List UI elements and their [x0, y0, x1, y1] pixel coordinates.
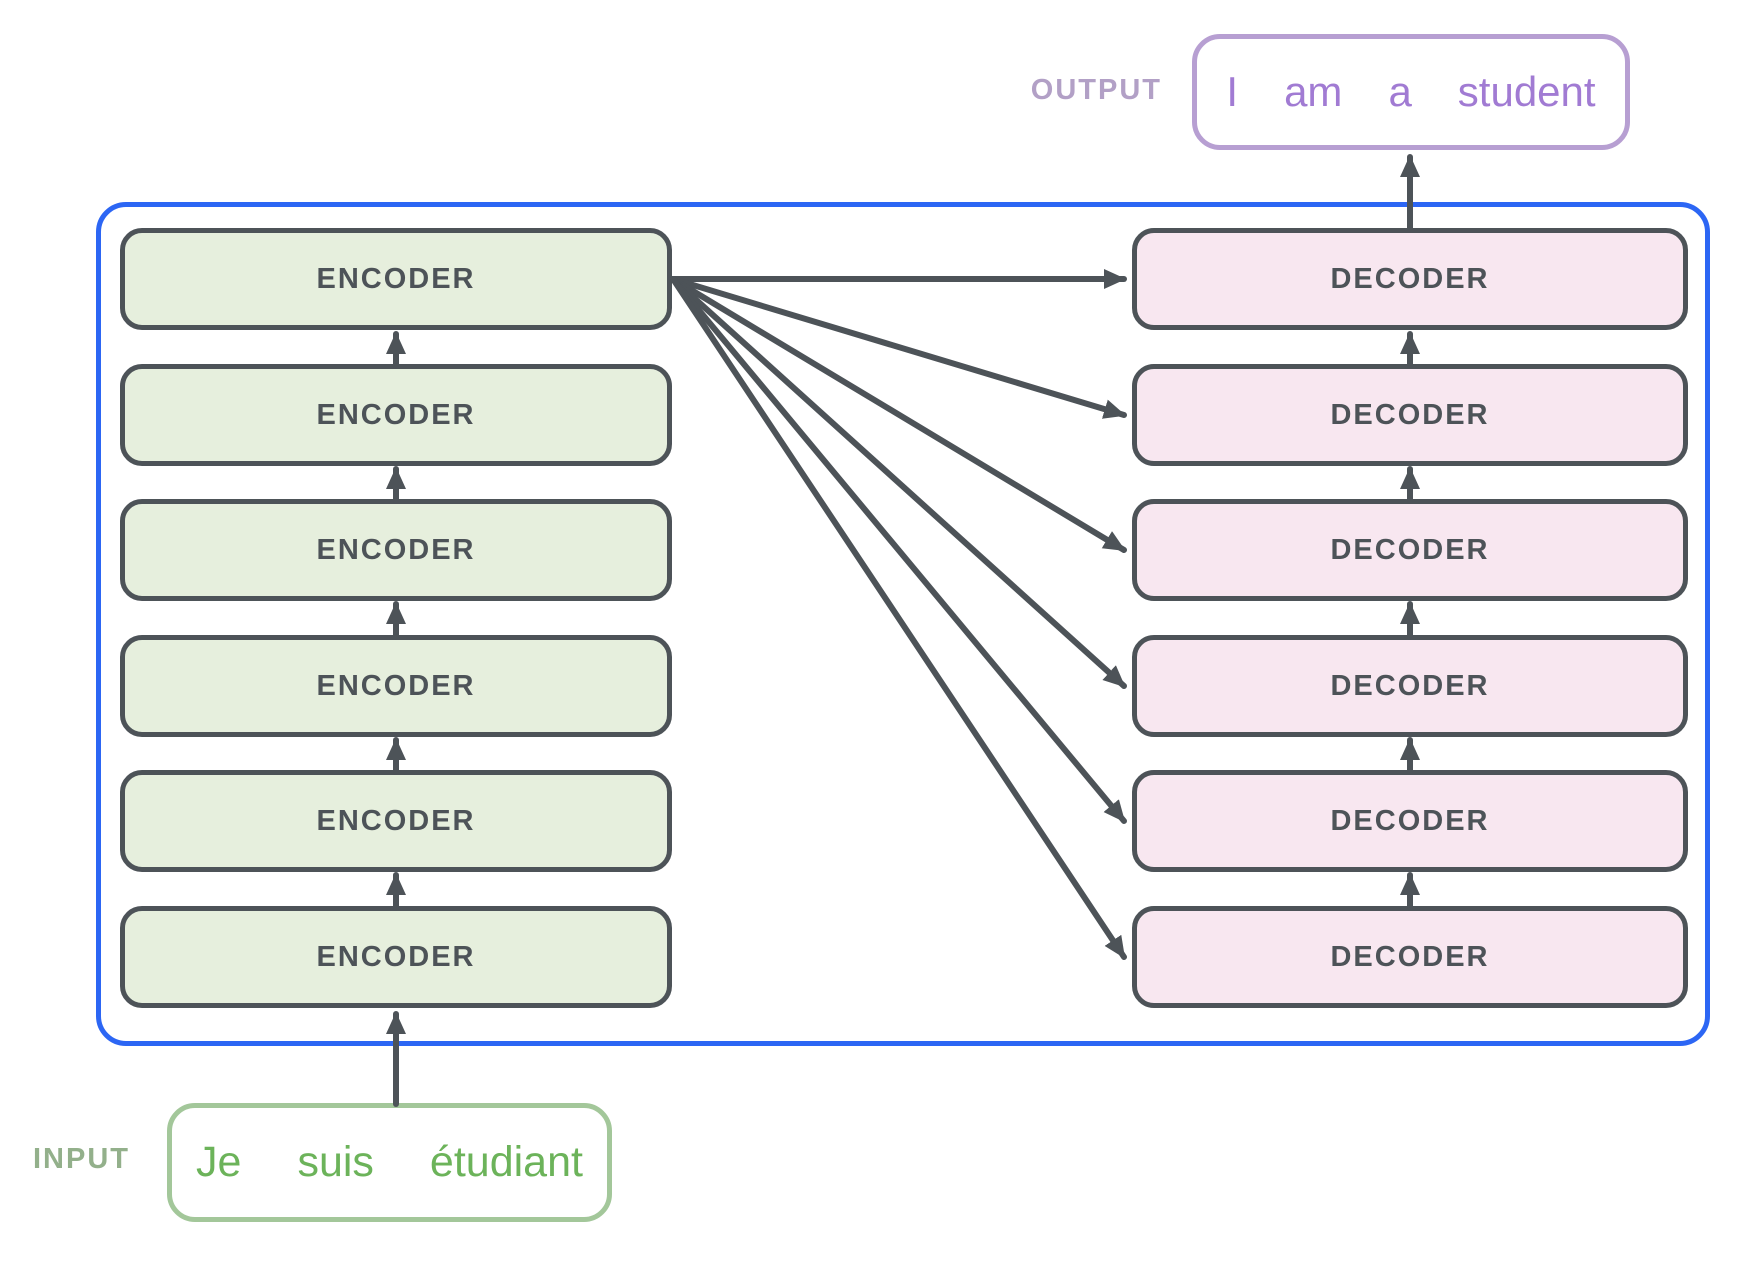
decoder-block-5: DECODER [1132, 364, 1688, 466]
encoder-block-6: ENCODER [120, 228, 672, 330]
encoder-block-1: ENCODER [120, 906, 672, 1008]
decoder-block-3: DECODER [1132, 635, 1688, 737]
output-sentence-box: I am a student [1192, 34, 1630, 150]
output-token: student [1457, 68, 1596, 115]
input-label: INPUT [33, 1143, 130, 1175]
output-label: OUTPUT [1030, 74, 1162, 106]
encoder-block-3: ENCODER [120, 635, 672, 737]
encoder-block-5: ENCODER [120, 364, 672, 466]
input-sentence-box: Je suis étudiant [167, 1103, 612, 1222]
decoder-block-2: DECODER [1132, 770, 1688, 872]
decoder-block-6: DECODER [1132, 228, 1688, 330]
input-token: Je [196, 1138, 242, 1186]
decoder-block-1: DECODER [1132, 906, 1688, 1008]
output-token: I [1226, 68, 1239, 115]
output-token: am [1284, 68, 1343, 115]
input-token: suis [297, 1138, 374, 1186]
output-token: a [1388, 68, 1412, 115]
decoder-block-4: DECODER [1132, 499, 1688, 601]
transformer-frame [96, 202, 1710, 1046]
encoder-block-2: ENCODER [120, 770, 672, 872]
input-token: étudiant [429, 1138, 583, 1186]
encoder-block-4: ENCODER [120, 499, 672, 601]
